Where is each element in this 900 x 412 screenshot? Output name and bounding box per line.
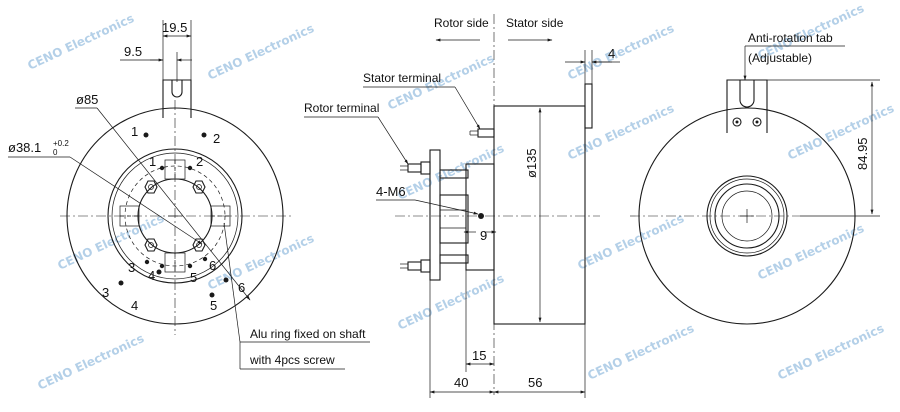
hex-screw-hole (196, 184, 202, 190)
pin-hole (143, 132, 149, 138)
tab-screw (752, 117, 762, 127)
tab-label-line-2: (Adjustable) (748, 51, 812, 65)
side-tab (584, 83, 593, 129)
rotor-ring-inner (111, 152, 239, 280)
watermark-text: CENO Electronics (585, 321, 696, 383)
dim-40: 40 (454, 375, 468, 390)
outer-pin-holes (118, 132, 229, 298)
dim-body-dia: ø135 (524, 148, 539, 178)
pin-hole (223, 277, 229, 283)
hex-screw (192, 238, 206, 252)
inner-pin-label-5: 5 (190, 270, 197, 285)
inner-pin-label-4: 4 (148, 268, 155, 283)
thread-leader (414, 199, 479, 215)
inner-pin-label-2: 2 (196, 154, 203, 169)
pin-hole (209, 292, 215, 298)
watermark-text: CENO Electronics (775, 321, 886, 383)
watermark-text: CENO Electronics (395, 271, 506, 333)
note-line-1: Alu ring fixed on shaft (250, 327, 366, 341)
dim-outer-dia: ø85 (76, 92, 98, 107)
rotor-side-label: Rotor side (434, 16, 489, 30)
dim-bore: ø38.1 (8, 140, 41, 155)
dim-height: 84.95 (855, 137, 870, 170)
dim-leader-outer-dia (96, 107, 251, 301)
rotor-terminal-top (407, 163, 422, 173)
rotor-spacer (439, 169, 469, 179)
rotor-nut (420, 259, 431, 273)
watermark-text: CENO Electronics (205, 231, 316, 293)
hex-screw (144, 238, 158, 252)
hex-screw (192, 180, 206, 194)
ring-screws (144, 180, 206, 252)
tab-label-line-1: Anti-rotation tab (748, 31, 833, 45)
pin-hole (202, 256, 208, 262)
outer-pin-label-1: 1 (131, 124, 138, 139)
tab-screw-hole (735, 120, 739, 124)
watermark-text: CENO Electronics (25, 11, 136, 73)
dim-tab-width: 19.5 (162, 20, 187, 35)
rear-view: Anti-rotation tab (Adjustable) 84.95 (630, 31, 880, 325)
pin-hole (156, 269, 162, 275)
watermark-text: CENO Electronics (565, 21, 676, 83)
dim-15: 15 (472, 348, 486, 363)
rotor-terminal-label: Rotor terminal (304, 101, 379, 115)
stator-side-label: Stator side (506, 16, 564, 30)
dim-tab-offset: 9.5 (124, 44, 142, 59)
hex-screw (144, 180, 158, 194)
watermark-text: CENO Electronics (785, 101, 896, 163)
watermark-text: CENO Electronics (205, 21, 316, 83)
rotor-spacer (439, 254, 469, 264)
pin-hole (159, 263, 165, 269)
pin-hole (201, 132, 207, 138)
watermark-text: CENO Electronics (755, 221, 866, 283)
side-view: Rotor side Stator side 4 Stator terminal (304, 14, 620, 398)
front-tab-slot (171, 80, 183, 98)
rotor-nut (420, 161, 431, 175)
m6-hole (478, 213, 484, 219)
dim-56: 56 (528, 375, 542, 390)
outer-pin-label-5: 5 (210, 298, 217, 313)
watermark-text: CENO Electronics (55, 211, 166, 273)
rotor-terminal-leader (377, 116, 409, 165)
outer-pin-label-3: 3 (102, 285, 109, 300)
dim-bore-tol-lower: 0 (53, 148, 58, 157)
note-line-2: with 4pcs screw (249, 353, 335, 367)
dim-4: 4 (608, 46, 615, 61)
inner-pin-label-1: 1 (149, 154, 156, 169)
inner-pin-label-3: 3 (128, 260, 135, 275)
tab-screw (732, 117, 742, 127)
stator-body (493, 105, 586, 325)
front-view: 19.5 9.5 (8, 20, 370, 370)
tab-screw-hole (755, 120, 759, 124)
watermark-text: CENO Electronics (35, 331, 146, 393)
dim-leader-bore (69, 156, 203, 245)
rotor-hub (465, 163, 495, 271)
inner-pin-holes (144, 165, 208, 269)
watermark-text: CENO Electronics (575, 211, 686, 273)
dim-bore-tol-upper: +0.2 (53, 139, 69, 148)
rear-tab-slot (739, 80, 755, 108)
pin-hole (118, 280, 124, 286)
hex-screw-hole (148, 184, 154, 190)
outer-pin-label-4: 4 (131, 298, 138, 313)
dim-thread: 4-M6 (376, 184, 406, 199)
stator-terminal-leader (454, 86, 481, 130)
outer-pin-label-6: 6 (238, 280, 245, 295)
stator-terminal-label: Stator terminal (363, 71, 441, 85)
dim-9: 9 (480, 228, 487, 243)
rotor-ring-section (439, 194, 469, 244)
front-tab (162, 79, 192, 118)
rotor-terminal-bottom (407, 261, 422, 271)
note-leader (223, 222, 241, 343)
inner-pin-label-6: 6 (209, 258, 216, 273)
pin-hole (159, 165, 165, 171)
hex-screw-hole (148, 242, 154, 248)
pin-hole (187, 263, 193, 269)
outer-pin-label-2: 2 (213, 131, 220, 146)
rear-tab (726, 79, 768, 133)
pin-hole (144, 259, 150, 265)
stator-terminal (477, 128, 495, 138)
pin-hole (187, 165, 193, 171)
